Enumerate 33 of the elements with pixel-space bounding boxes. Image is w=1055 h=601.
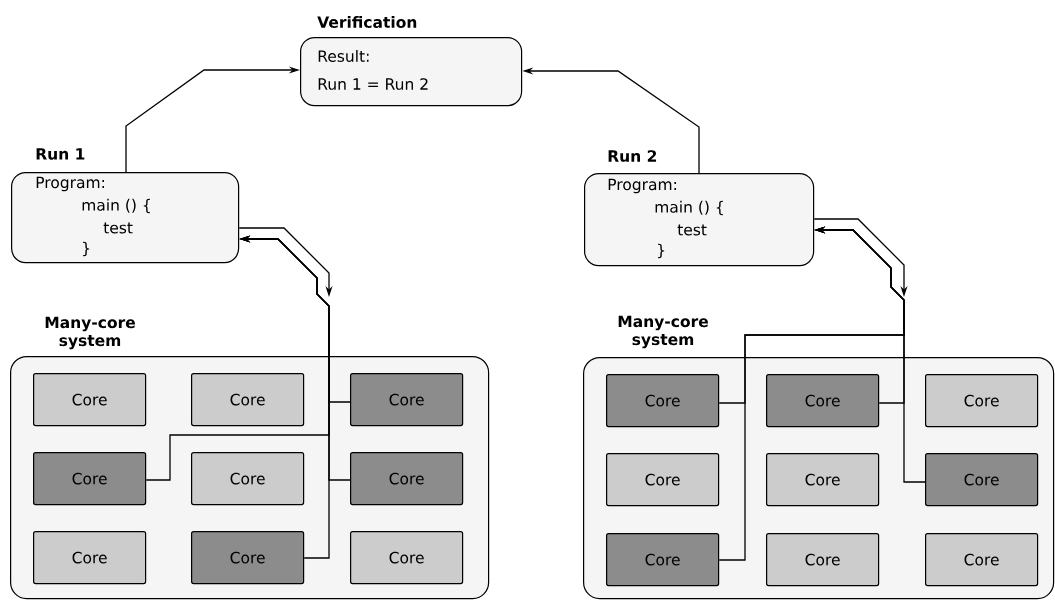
result-line: Run 1 = Run 2 [318,78,428,90]
core-box: Core [925,453,1039,507]
core-box: Core [606,533,720,587]
core-box: Core [925,374,1039,428]
core-box: Core [191,531,305,585]
core-box: Core [766,453,880,507]
code-line: main () { [655,200,723,216]
code-line: Program: [608,178,676,194]
core-box: Core [350,373,464,427]
core-box: Core [33,452,147,506]
box-heading: Verification [317,16,417,28]
core-box: Core [766,374,880,428]
core-box: Core [33,373,147,427]
code-line: test [103,222,133,234]
core-box: Core [606,374,720,428]
code-line: test [677,224,707,236]
box-heading: Run 1 [36,148,85,160]
code-line: } [658,243,665,259]
core-box: Core [766,533,880,587]
result-line: Result: [318,50,369,62]
core-box: Core [350,452,464,506]
box-heading: Run 2 [608,150,657,162]
core-box: Core [191,452,305,506]
core-box: Core [925,533,1039,587]
core-box: Core [191,373,305,427]
box-heading: Many-core system [45,316,135,350]
code-line: main () { [82,198,150,214]
code-line: } [83,241,90,257]
core-box: Core [606,453,720,507]
code-line: Program: [36,176,104,192]
box-heading: Many-core system [618,315,708,349]
core-box: Core [33,531,147,585]
core-box: Core [350,531,464,585]
